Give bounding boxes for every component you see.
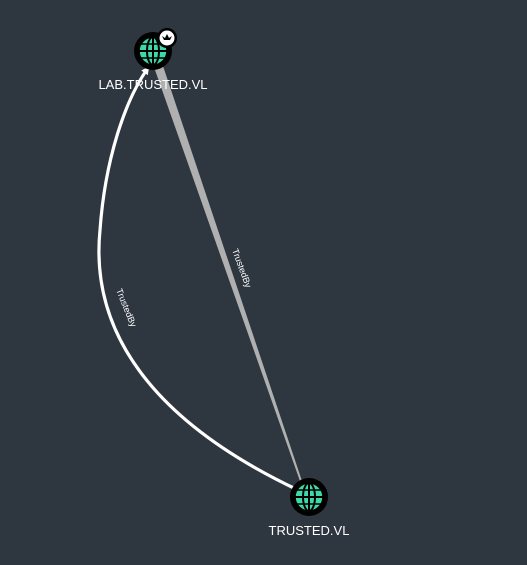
edge-straight-path[interactable] (155, 66, 303, 484)
edge-trustedby-straight[interactable]: TrustedBy (155, 66, 303, 484)
edge-label-curved: TrustedBy (114, 287, 139, 329)
node-label-lab-trusted-vl: LAB.TRUSTED.VL (98, 77, 208, 92)
edge-trustedby-curved[interactable]: TrustedBy (97, 66, 299, 492)
node-trusted-vl[interactable] (290, 478, 328, 516)
globe-icon (294, 482, 324, 512)
crown-icon (157, 28, 177, 48)
node-label-trusted-vl: TRUSTED.VL (268, 523, 350, 538)
edge-curved-path[interactable] (97, 66, 299, 492)
node-lab-trusted-vl[interactable] (134, 28, 177, 70)
